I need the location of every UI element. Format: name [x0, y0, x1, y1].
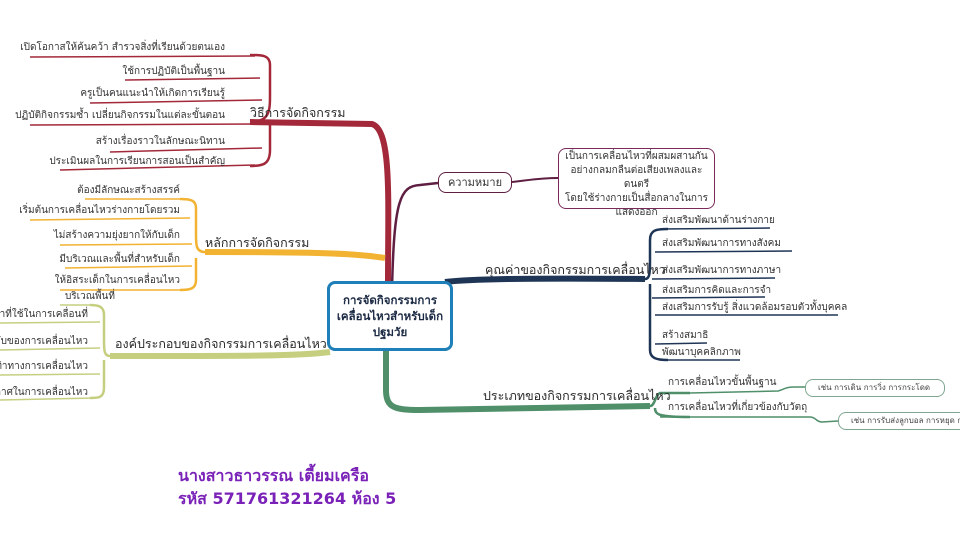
central-topic-line: ปฐมวัย — [372, 325, 408, 339]
branch-meaning — [390, 181, 439, 291]
topic-types[interactable]: ประเภทของกิจกรรมการเคลื่อนไหว — [483, 388, 671, 403]
author-id: รหัส 571761321264 ห้อง 5 — [178, 489, 397, 508]
meaning-description-line: แสดงออก — [615, 207, 658, 218]
branch-values — [444, 275, 646, 285]
topic-meaning[interactable]: ความหมาย — [438, 172, 512, 193]
methods-item[interactable]: ประเมินผลในการเรียนการสอนเป็นสำคัญ — [49, 156, 225, 167]
components-item[interactable]: บริเวณพื้นที่ — [64, 291, 115, 302]
principles-item[interactable]: ให้อิสระเด็กในการเคลื่อนไหว — [54, 275, 180, 286]
meaning-description[interactable]: เป็นการเคลื่อนไหวที่ผสมผสานกัน อย่างกลมก… — [558, 148, 715, 218]
values-item[interactable]: สร้างสมาธิ — [662, 330, 709, 341]
topic-principles[interactable]: หลักการจัดกิจกรรม — [205, 235, 310, 250]
components-item[interactable]: วลาที่ใช้ในการเคลื่อนที่ — [0, 309, 88, 320]
branch-principles — [204, 249, 386, 261]
meaning-description-line: อย่างกลมกลืนต่อเสียงเพลงและดนตรี — [570, 165, 703, 190]
values-leaf-lines — [651, 227, 838, 361]
methods-item[interactable]: เปิดโอกาสให้ค้นคว้า สำรวจสิ่งที่เรียนด้ว… — [20, 42, 225, 53]
methods-item[interactable]: ครูเป็นคนแนะนำให้เกิดการเรียนรู้ — [80, 88, 225, 99]
topic-components[interactable]: องค์ประกอบของกิจกรรมการเคลื่อนไหว — [115, 336, 327, 351]
methods-item[interactable]: สร้างเรื่องราวในลักษณะนิทาน — [95, 136, 225, 147]
components-item[interactable]: ท่าทางการเคลื่อนไหว — [0, 361, 88, 372]
meaning-connector — [511, 177, 559, 183]
components-item[interactable]: ระดับของการเคลื่อนไหว — [0, 336, 88, 347]
values-item[interactable]: ส่งเสริมการคิดและการจำ — [662, 285, 772, 296]
methods-item[interactable]: ใช้การปฏิบัติเป็นพื้นฐาน — [122, 66, 225, 77]
types-item[interactable]: การเคลื่อนไหวที่เกี่ยวข้องกับวัตถุ — [668, 402, 808, 413]
bracket-methods — [249, 53, 272, 168]
values-item[interactable]: ส่งเสริมพัฒนาการทางภาษา — [662, 265, 782, 276]
central-topic-line: เคลื่อนไหวสำหรับเด็ก — [336, 309, 444, 323]
branch-types — [383, 348, 651, 414]
central-topic[interactable]: การจัดกิจกรรมการ เคลื่อนไหวสำหรับเด็ก ปฐ… — [327, 281, 453, 351]
values-item[interactable]: ส่งเสริมพัฒนาการทางสังคม — [662, 238, 781, 249]
components-leaf-lines — [0, 304, 101, 401]
branch-components — [109, 349, 331, 359]
principles-item[interactable]: ต้องมีลักษณะสร้างสรรค์ — [77, 185, 180, 196]
types-example[interactable]: เช่น การเดิน การวิ่ง การกระโดด — [805, 379, 945, 397]
principles-item[interactable]: เริ่มต้นการเคลื่อนไหวร่างกายโดยรวม — [19, 205, 180, 216]
principles-item[interactable]: มีบริเวณและพื้นที่สำหรับเด็ก — [59, 254, 180, 265]
principles-leaf-lines — [29, 198, 193, 291]
methods-item[interactable]: ปฏิบัติกิจกรรมซ้ำ เปลี่ยนกิจกรรมในแต่ละข… — [15, 110, 225, 121]
types-item[interactable]: การเคลื่อนไหวขั้นพื้นฐาน — [668, 377, 777, 388]
values-item[interactable]: ส่งเสริมการรับรู้ สิ่งแวดล้อมรอบตัวทั้งบ… — [662, 302, 848, 313]
types-example[interactable]: เช่น การรับส่งลูกบอล การหยุด การ — [838, 412, 960, 430]
principles-item[interactable]: ไม่สร้างความยุ่งยากให้กับเด็ก — [53, 230, 180, 241]
topic-values[interactable]: คุณค่าของกิจกรรมการเคลื่อนไหว — [485, 262, 666, 277]
bracket-components — [89, 303, 111, 400]
central-topic-line: การจัดกิจกรรมการ — [343, 293, 437, 307]
values-item[interactable]: ส่งเสริมพัฒนาด้านร่างกาย — [662, 215, 775, 226]
types-leaf-lines — [660, 386, 839, 423]
meaning-description-line: เป็นการเคลื่อนไหวที่ผสมผสานกัน — [565, 151, 708, 162]
topic-methods[interactable]: วิธีการจัดกิจกรรม — [250, 105, 346, 120]
branch-methods — [249, 119, 392, 283]
methods-leaf-lines — [29, 55, 269, 171]
values-item[interactable]: พัฒนาบุคคลิกภาพ — [662, 347, 741, 358]
author-name: นางสาวธาวรรณ เตี้ยมเครือ — [178, 466, 369, 485]
meaning-description-line: โดยใช้ร่างกายเป็นสื่อกลางในการ — [565, 193, 708, 204]
components-item[interactable]: ากาศในการเคลื่อนไหว — [0, 387, 88, 398]
